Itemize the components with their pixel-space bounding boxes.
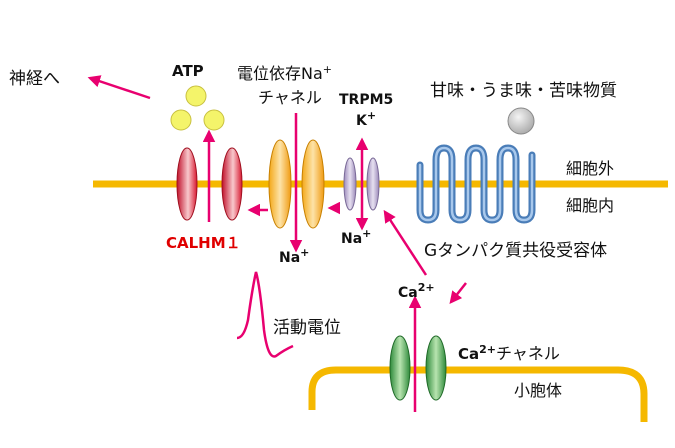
- na-channel-right: [301, 139, 325, 229]
- label-gpcr: Gタンパク質共役受容体: [424, 241, 608, 261]
- label-k-ion: K+: [356, 109, 377, 129]
- action-potential-trace: [236, 271, 294, 358]
- label-na-ion-2: Na+: [341, 227, 372, 247]
- label-ca-channel: Ca2+チャネル: [458, 343, 560, 363]
- tastant-ligand: [507, 107, 535, 135]
- trpm5-channel-right: [366, 157, 380, 211]
- atp-vesicle: [185, 85, 207, 107]
- ca-channel-left: [389, 335, 411, 401]
- na-channel-left: [268, 139, 292, 229]
- label-taste-substances: 甘味・うま味・苦味物質: [430, 81, 617, 101]
- label-intracellular: 細胞内: [566, 196, 615, 215]
- label-atp: ATP: [172, 62, 204, 80]
- atp-vesicle: [203, 109, 225, 131]
- label-to-nerve: 神経へ: [9, 69, 60, 89]
- calhm1-channel-right: [221, 147, 243, 221]
- label-action-potential: 活動電位: [273, 318, 341, 338]
- arrow-ca-to-trpm5: [383, 209, 428, 276]
- label-extracellular: 細胞外: [566, 159, 615, 178]
- calhm1-channel-left: [176, 147, 198, 221]
- label-ca-ion: Ca2+: [398, 281, 435, 301]
- label-na-ion-1: Na+: [279, 246, 310, 266]
- label-voltage-na-channel-2: チャネル: [258, 88, 322, 107]
- gpcr-receptor-inner: [418, 146, 534, 222]
- atp-vesicle: [170, 109, 192, 131]
- arrow-to-nerve: [87, 75, 151, 100]
- label-trpm5: TRPM5: [339, 92, 394, 108]
- er-membrane: [308, 366, 648, 422]
- label-calhm1: CALHM１: [166, 234, 241, 252]
- arrow-gprotein-signal: [449, 282, 467, 304]
- ca-channel-right: [425, 335, 447, 401]
- trpm5-channel-left: [343, 157, 357, 211]
- label-voltage-na-channel: 電位依存Na+: [237, 63, 332, 83]
- label-organelle: 小胞体: [514, 381, 563, 400]
